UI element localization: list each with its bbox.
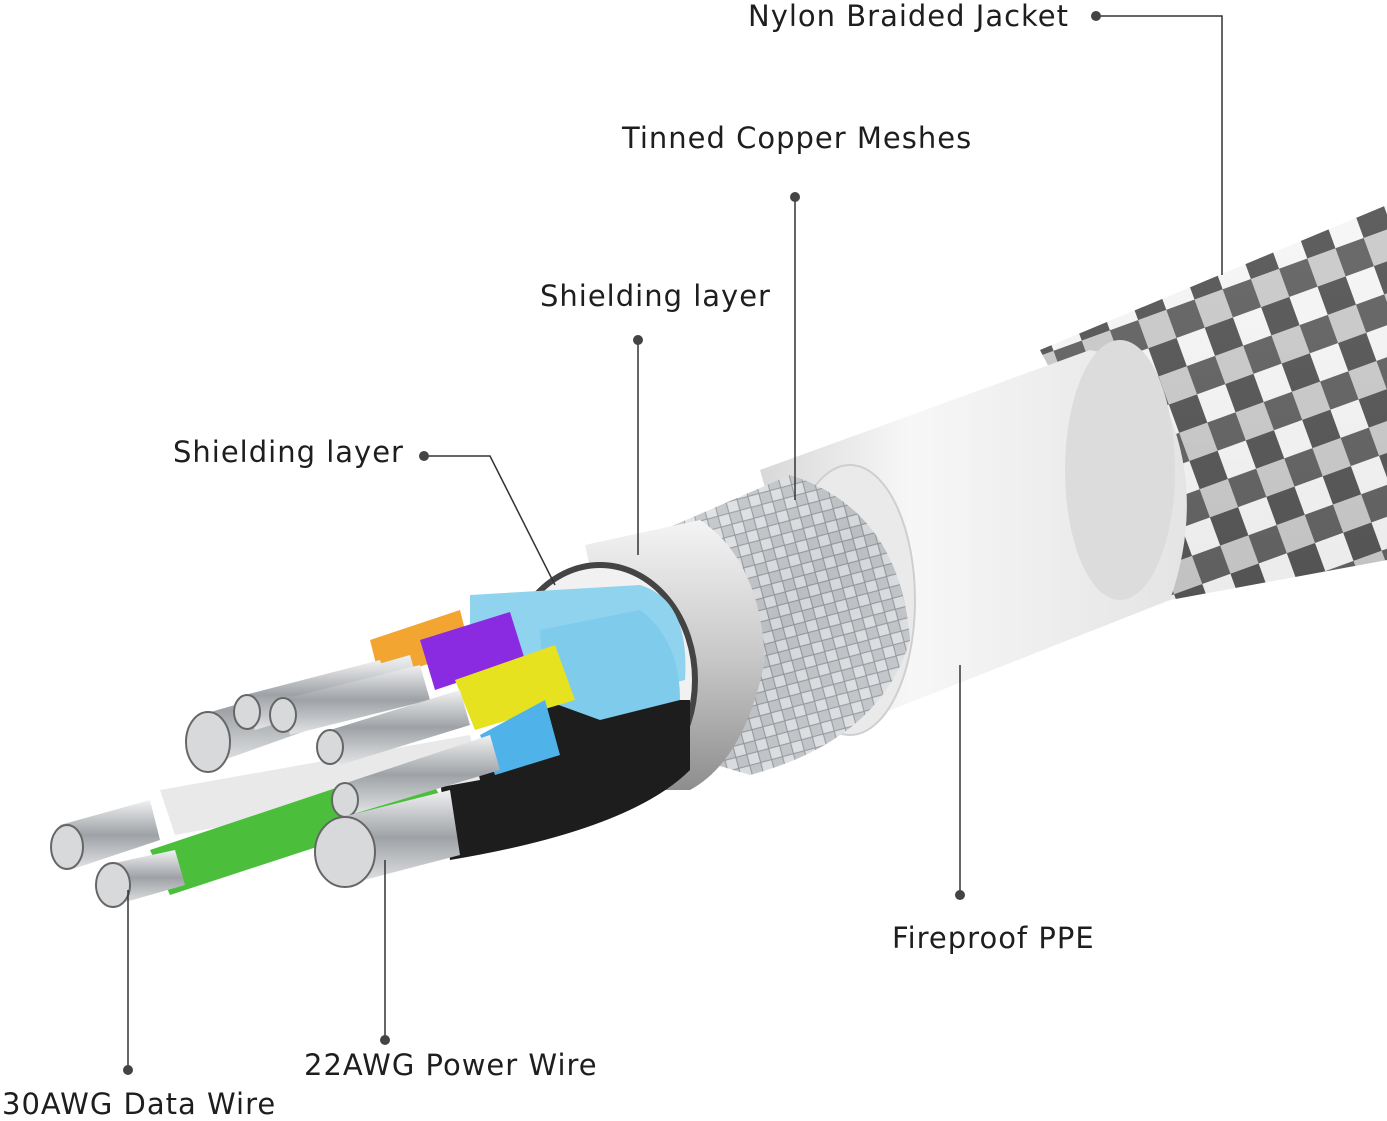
dot-shielding-inner — [419, 451, 429, 461]
dot-nylon-jacket — [1091, 11, 1101, 21]
label-fireproof-ppe: Fireproof PPE — [892, 921, 1095, 955]
dot-power-wire — [380, 1035, 390, 1045]
leader-nylon-jacket — [1096, 15, 1223, 275]
label-nylon-braided-jacket: Nylon Braided Jacket — [748, 0, 1070, 33]
label-shielding-layer-inner: Shielding layer — [173, 435, 404, 469]
dot-data-wire — [123, 1065, 133, 1075]
leader-shielding-inner — [424, 455, 556, 586]
label-shielding-layer-outer: Shielding layer — [540, 279, 771, 313]
dot-shielding-outer — [633, 335, 643, 345]
inner-cores — [150, 585, 690, 895]
leader-lines — [127, 15, 1223, 1070]
core-purple — [420, 612, 525, 690]
leader-dots — [123, 11, 1101, 1075]
label-22awg-power-wire: 22AWG Power Wire — [304, 1048, 598, 1082]
core-blue — [480, 700, 560, 775]
bare-conductors — [50, 655, 500, 908]
label-tinned-copper-meshes: Tinned Copper Meshes — [622, 121, 973, 155]
core-cyan-2 — [540, 610, 680, 720]
label-30awg-data-wire: 30AWG Data Wire — [2, 1087, 277, 1121]
core-white — [160, 735, 480, 835]
dot-tinned-copper — [790, 192, 800, 202]
dot-fireproof-ppe — [955, 890, 965, 900]
